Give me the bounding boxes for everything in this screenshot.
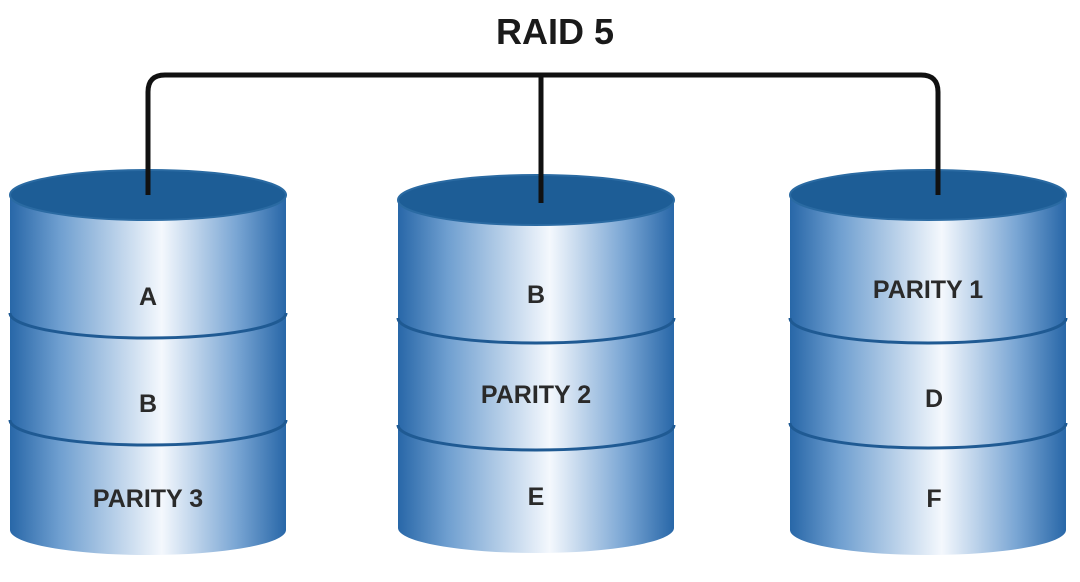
segment-label: A	[139, 283, 157, 311]
disk-body	[398, 200, 674, 553]
segment-divider	[396, 424, 676, 452]
segment-label: D	[925, 385, 943, 413]
disk-body	[790, 195, 1066, 555]
disk-top	[789, 169, 1067, 221]
segment-label: E	[528, 483, 545, 511]
segment-label: F	[926, 485, 941, 513]
segment-divider	[788, 317, 1068, 345]
segment-label: B	[139, 390, 157, 418]
segment-divider	[396, 317, 676, 345]
segment-label: PARITY 2	[481, 381, 591, 409]
segment-divider	[8, 419, 288, 447]
segment-label: PARITY 1	[873, 276, 983, 304]
segment-label: PARITY 3	[93, 485, 203, 513]
diagram-title: RAID 5	[496, 11, 614, 52]
disk-top	[397, 174, 675, 226]
segment-divider	[788, 422, 1068, 450]
disk-3: PARITY 1 D F	[788, 160, 1068, 555]
disk-body	[10, 195, 286, 555]
segment-divider	[8, 312, 288, 340]
segment-label: B	[527, 281, 545, 309]
disk-1: A B PARITY 3	[8, 160, 288, 555]
disk-2: B PARITY 2 E	[396, 170, 676, 553]
